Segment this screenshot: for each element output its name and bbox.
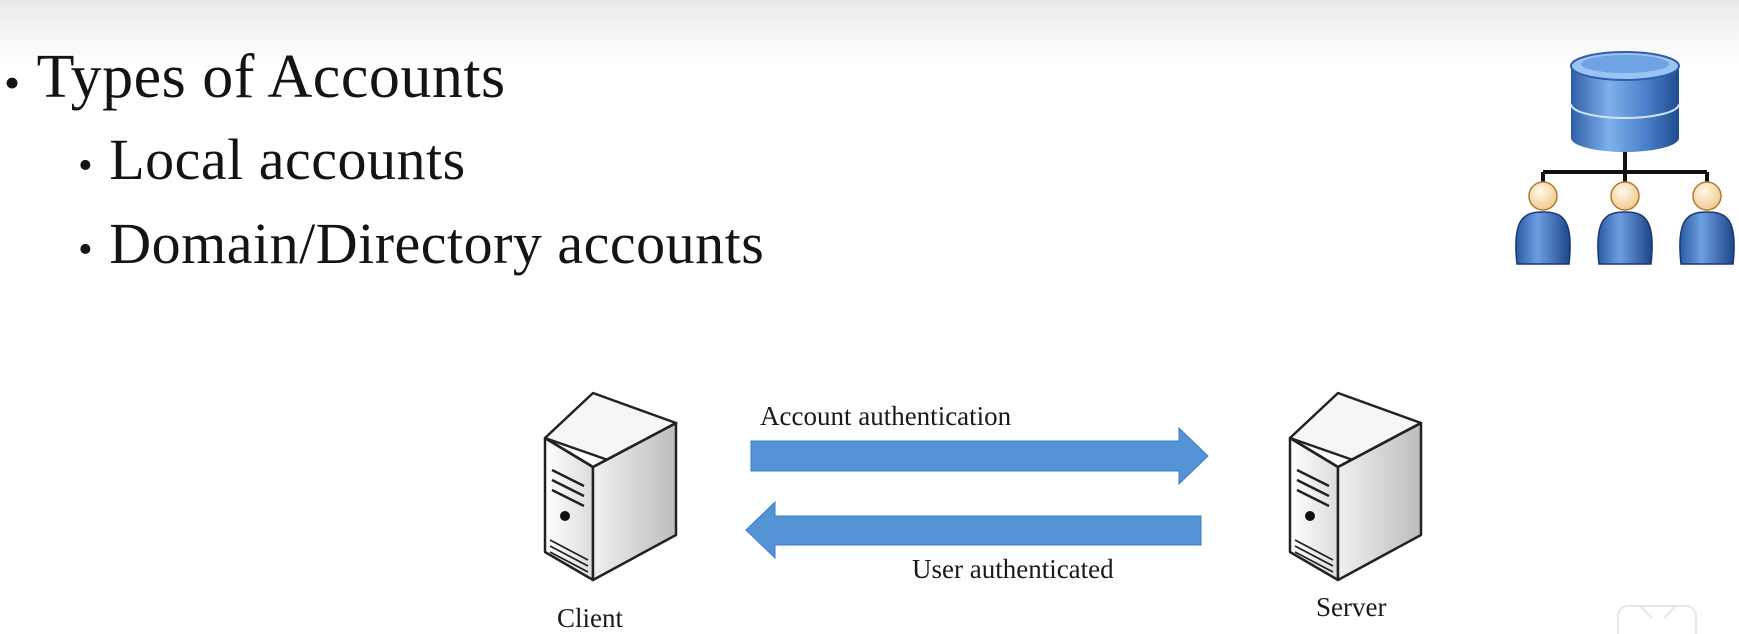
bullet-marker: • (78, 226, 94, 273)
bullet-text: Local accounts (109, 127, 466, 192)
client-computer-icon (543, 391, 678, 582)
bullet-domain-accounts: • Domain/Directory accounts (78, 210, 764, 277)
server-computer-icon (1288, 391, 1423, 582)
server-label: Server (1316, 592, 1387, 622)
bullet-marker: • (4, 56, 21, 108)
bullet-text: Domain/Directory accounts (109, 211, 765, 276)
bullet-types-of-accounts: • Types of Accounts (4, 42, 506, 113)
directory-hierarchy-icon (1515, 51, 1735, 265)
user-icon (1597, 181, 1653, 265)
account-authentication-label: Account authentication (760, 401, 1012, 431)
user-icon (1679, 181, 1735, 265)
corner-decoration-icon (1617, 605, 1697, 634)
account-authentication-arrow (750, 426, 1209, 486)
bullet-marker: • (78, 142, 94, 189)
bullet-text: Types of Accounts (36, 43, 506, 111)
client-label: Client (557, 603, 623, 633)
user-icon (1515, 181, 1571, 265)
user-authenticated-label: User authenticated (912, 554, 1114, 584)
database-icon (1570, 51, 1680, 152)
user-authenticated-arrow (745, 500, 1202, 560)
bullet-local-accounts: • Local accounts (78, 126, 466, 193)
